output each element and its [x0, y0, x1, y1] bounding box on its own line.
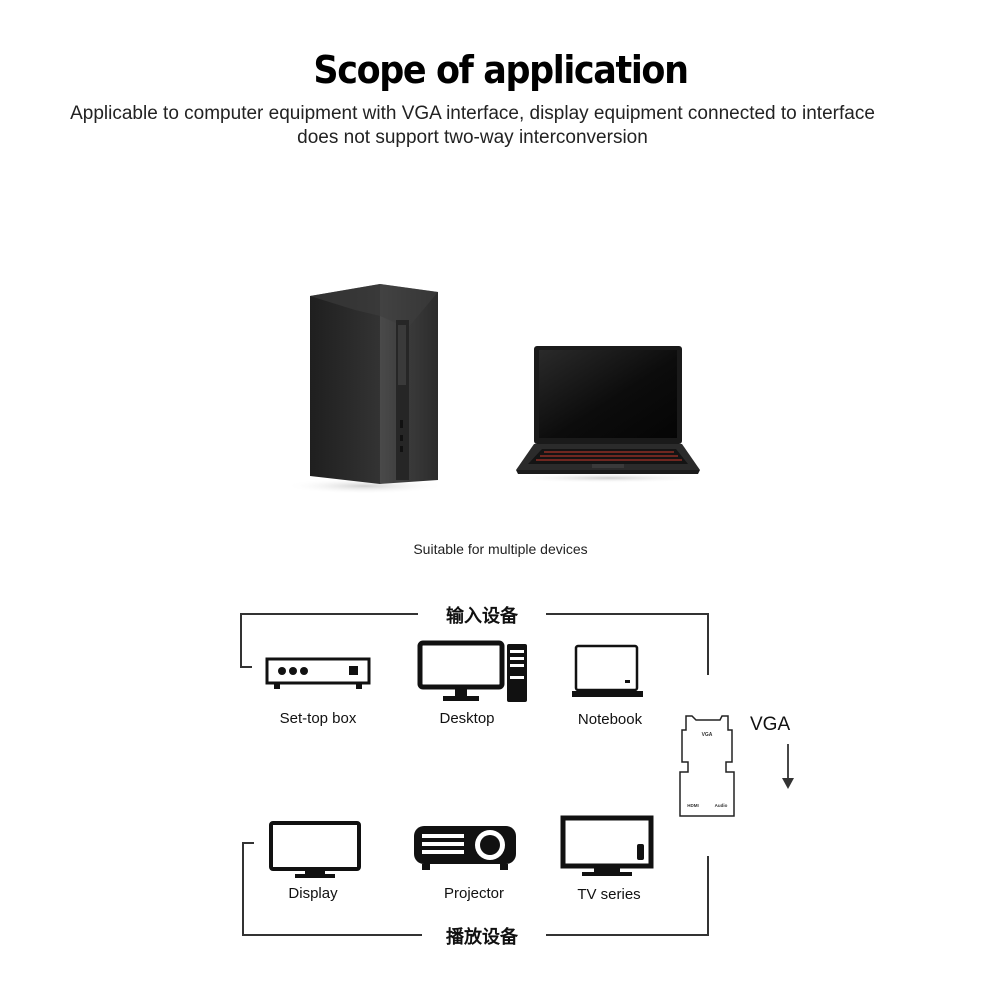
notebook-icon: [572, 644, 643, 697]
input-frame-left: [240, 613, 242, 667]
input-label-desktop: Desktop: [439, 710, 495, 727]
output-frame-bottom-right: [546, 934, 709, 936]
projector-icon: [414, 826, 516, 870]
output-frame-bottom-left: [242, 934, 422, 936]
devices-photo: [285, 284, 708, 494]
page-title: Scope of application: [313, 48, 689, 92]
tv-icon: [560, 815, 654, 876]
adapter-port-hdmi: HDMI: [687, 803, 699, 808]
input-frame-left-tick: [240, 666, 252, 668]
vga-label: VGA: [750, 714, 791, 735]
vga-adapter-icon: VGA HDMI Audio: [679, 715, 735, 817]
display-icon: [269, 821, 361, 878]
page-subtitle: Applicable to computer equipment with VG…: [70, 103, 875, 148]
adapter-top-print: VGA: [702, 732, 713, 738]
input-frame-top-right: [546, 613, 709, 615]
input-label-set-top-box: Set-top box: [279, 710, 357, 727]
input-frame-top-left: [240, 613, 418, 615]
input-label-notebook: Notebook: [577, 711, 643, 728]
input-devices-title: 输入设备: [446, 606, 518, 627]
tower-pc-icon: [285, 284, 445, 494]
output-devices-title: 播放设备: [446, 927, 518, 948]
output-frame-right: [707, 856, 709, 935]
laptop-icon: [508, 346, 708, 483]
output-label-projector: Projector: [443, 885, 505, 902]
adapter-port-audio: Audio: [715, 803, 728, 808]
output-frame-left: [242, 842, 244, 935]
set-top-box-icon: [265, 657, 371, 689]
output-label-tv-series: TV series: [577, 886, 641, 903]
arrow-down-icon: [782, 744, 794, 789]
output-frame-left-tick: [242, 842, 254, 844]
output-label-display: Display: [288, 885, 338, 902]
input-frame-right: [707, 613, 709, 675]
photos-caption: Suitable for multiple devices: [413, 541, 588, 557]
desktop-icon: [417, 640, 527, 702]
